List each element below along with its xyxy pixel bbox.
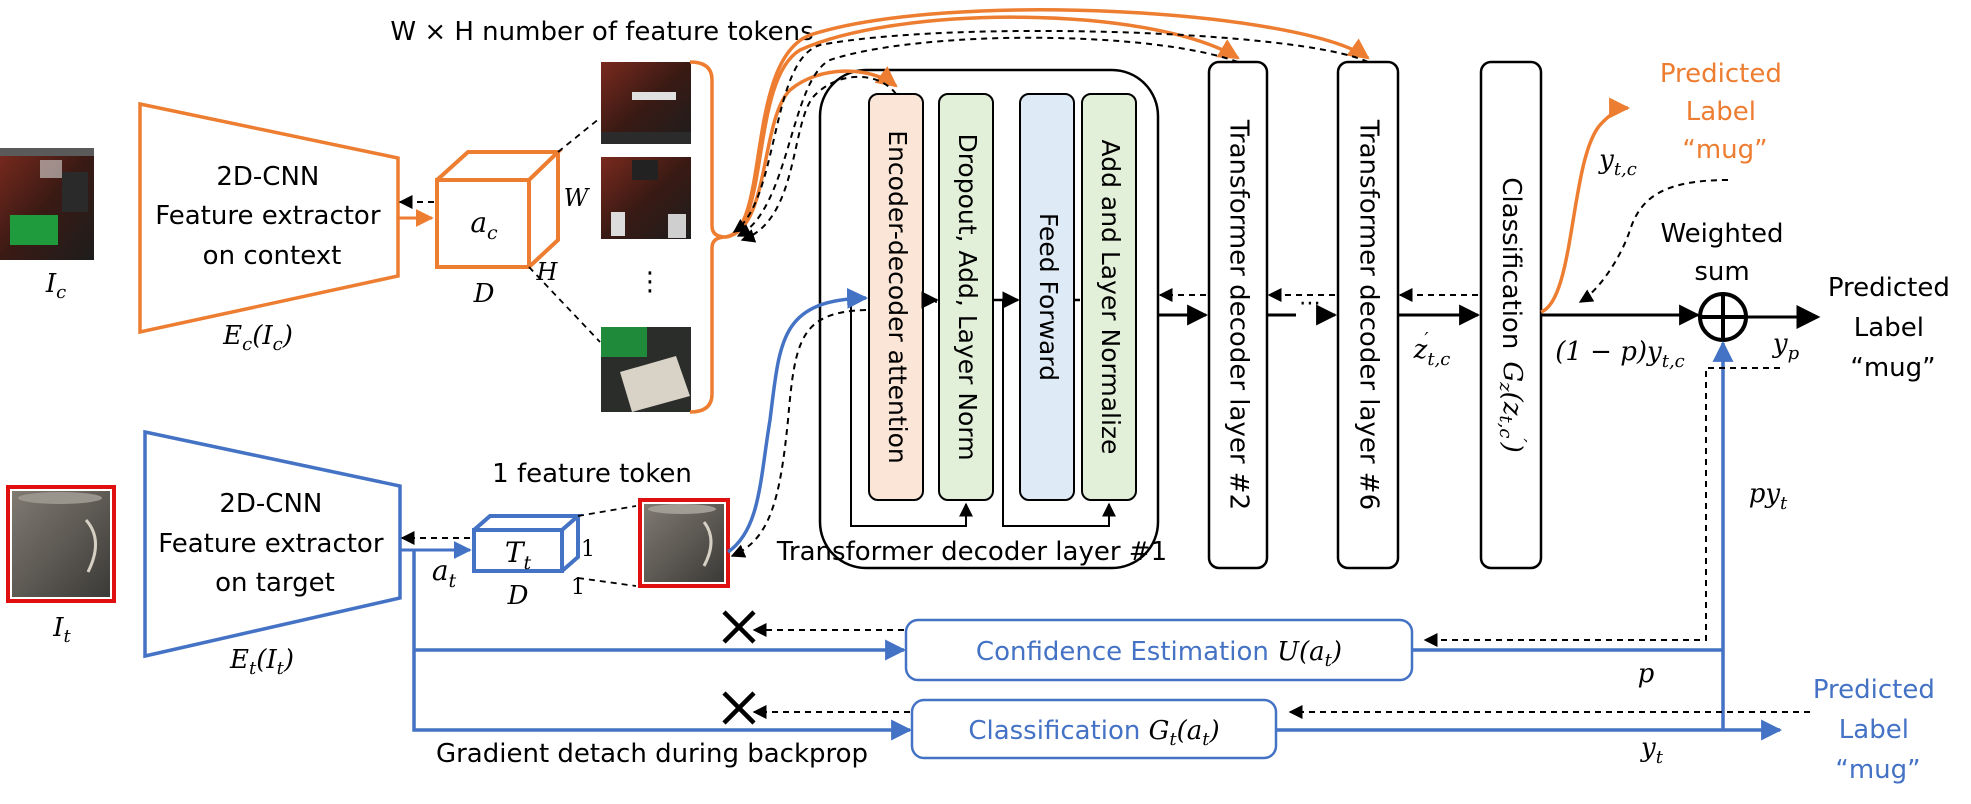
context-token-guide-top bbox=[557, 117, 601, 153]
target-token-guide-bottom bbox=[577, 577, 637, 587]
target-box-one-a: 1 bbox=[581, 537, 595, 562]
context-predicted-label: Predicted Label “mug” bbox=[1660, 59, 1790, 165]
context-cube-label: ac bbox=[470, 206, 498, 244]
context-cube-h: H bbox=[536, 258, 559, 286]
residual-connection-1 bbox=[850, 300, 973, 527]
cross-icon bbox=[722, 691, 756, 725]
context-extractor-label: 2D-CNN Feature extractor on context bbox=[155, 162, 389, 271]
context-token-guide-bottom bbox=[528, 266, 601, 343]
at-to-classification-arrow bbox=[412, 550, 913, 741]
target-box-d: D bbox=[507, 581, 529, 611]
decoder-layer-2-label: Transformer decoder layer #2 bbox=[1224, 119, 1254, 510]
encdec-to-context-gradient bbox=[740, 75, 897, 243]
encdec-to-target-gradient bbox=[730, 309, 867, 558]
ytc-label: yt,c bbox=[1598, 145, 1637, 180]
circled-plus-icon bbox=[1698, 292, 1748, 342]
encoder-decoder-attention-block: Encoder-decoder attention bbox=[868, 93, 924, 501]
target-extractor-fn: Et(It) bbox=[229, 645, 294, 679]
confidence-estimation-label: Confidence Estimation U(at) bbox=[976, 637, 1342, 671]
target-box-one-b: 1 bbox=[571, 575, 585, 600]
context-image bbox=[0, 148, 94, 260]
decoder-layer-1-caption: Transformer decoder layer #1 bbox=[776, 537, 1167, 567]
context-tokens-brace bbox=[689, 60, 727, 414]
decoder-layer-6: Transformer decoder layer #6 bbox=[1336, 60, 1400, 570]
target-to-encdec-arrow bbox=[726, 287, 869, 554]
context-to-layer6-arrow bbox=[725, 8, 1370, 239]
decoder-dots: ⋯ bbox=[1299, 291, 1321, 316]
context-token-image-2 bbox=[601, 157, 691, 239]
sum-to-confidence-gradient bbox=[1423, 367, 1780, 647]
classification-gz-label: ClassificationGz(zt,c′) bbox=[1495, 177, 1530, 452]
target-a-label: at bbox=[432, 554, 457, 592]
yt-label: yt bbox=[1640, 733, 1664, 768]
context-extractor-trapezoid bbox=[138, 101, 400, 335]
target-predicted-label: Predicted Label “mug” bbox=[1813, 675, 1943, 785]
context-token-image-3 bbox=[601, 327, 691, 412]
gradient-detach-note: Gradient detach during backprop bbox=[436, 739, 868, 769]
target-image bbox=[6, 485, 116, 603]
classification-gt-label: Classification Gt(at) bbox=[968, 716, 1219, 750]
context-tokens-title: W × H number of feature tokens bbox=[390, 17, 813, 47]
yp-label: yp bbox=[1772, 329, 1800, 364]
one-minus-p-label: (1 − p)yt,c bbox=[1555, 337, 1685, 372]
decoder-layer-6-label: Transformer decoder layer #6 bbox=[1354, 119, 1384, 510]
dropout-add-norm-block: Dropout, Add, Layer Norm bbox=[938, 93, 994, 501]
sum-to-context-gradient bbox=[1578, 179, 1729, 303]
context-predicted-arrow bbox=[1540, 97, 1631, 314]
add-layer-normalize-label: Add and Layer Normalize bbox=[1096, 140, 1125, 455]
target-extractor-trapezoid bbox=[143, 429, 402, 659]
decoder-layer-2: Transformer decoder layer #2 bbox=[1207, 60, 1269, 570]
target-box-label: Tt bbox=[505, 536, 532, 574]
target-token-title: 1 feature token bbox=[492, 459, 692, 489]
context-to-encdec-arrow bbox=[725, 66, 898, 239]
cross-icon bbox=[722, 610, 756, 644]
target-extractor-label: 2D-CNN Feature extractor on target bbox=[158, 489, 392, 598]
p-label: p bbox=[1638, 659, 1655, 689]
dropout-add-norm-label: Dropout, Add, Layer Norm bbox=[953, 133, 982, 460]
feed-forward-block: Feed Forward bbox=[1019, 93, 1075, 501]
context-cube-d: D bbox=[473, 279, 495, 309]
context-to-layer2-arrow bbox=[725, 15, 1240, 239]
weighted-sum-label-1: Weighted bbox=[1660, 219, 1783, 249]
pyt-label: pyt bbox=[1749, 479, 1788, 514]
feed-forward-label: Feed Forward bbox=[1034, 213, 1063, 381]
target-token-box bbox=[472, 514, 584, 573]
context-cube-w: W bbox=[564, 184, 591, 212]
classification-gz-block: ClassificationGz(zt,c′) bbox=[1479, 60, 1543, 570]
encoder-decoder-attention-label: Encoder-decoder attention bbox=[883, 130, 912, 463]
context-feature-cube bbox=[435, 150, 563, 269]
final-predicted-label: Predicted Label “mug” bbox=[1828, 273, 1958, 383]
add-layer-normalize-block: Add and Layer Normalize bbox=[1081, 93, 1137, 501]
context-tokens-ellipsis: ⋮ bbox=[637, 267, 663, 297]
z-label: zt,c′ bbox=[1413, 329, 1451, 370]
target-token-guide-top bbox=[577, 505, 637, 517]
target-image-label: It bbox=[52, 613, 71, 647]
weighted-sum-label-2: sum bbox=[1694, 257, 1749, 287]
context-image-label: Ic bbox=[45, 269, 66, 303]
decoder-layer-1-container bbox=[818, 68, 1160, 570]
target-token-image bbox=[638, 498, 730, 588]
residual-connection-2 bbox=[1002, 300, 1116, 527]
context-extractor-fn: Ec(Ic) bbox=[222, 321, 293, 355]
layer2-to-context-gradient bbox=[736, 36, 1239, 237]
context-token-image-1 bbox=[601, 62, 691, 144]
